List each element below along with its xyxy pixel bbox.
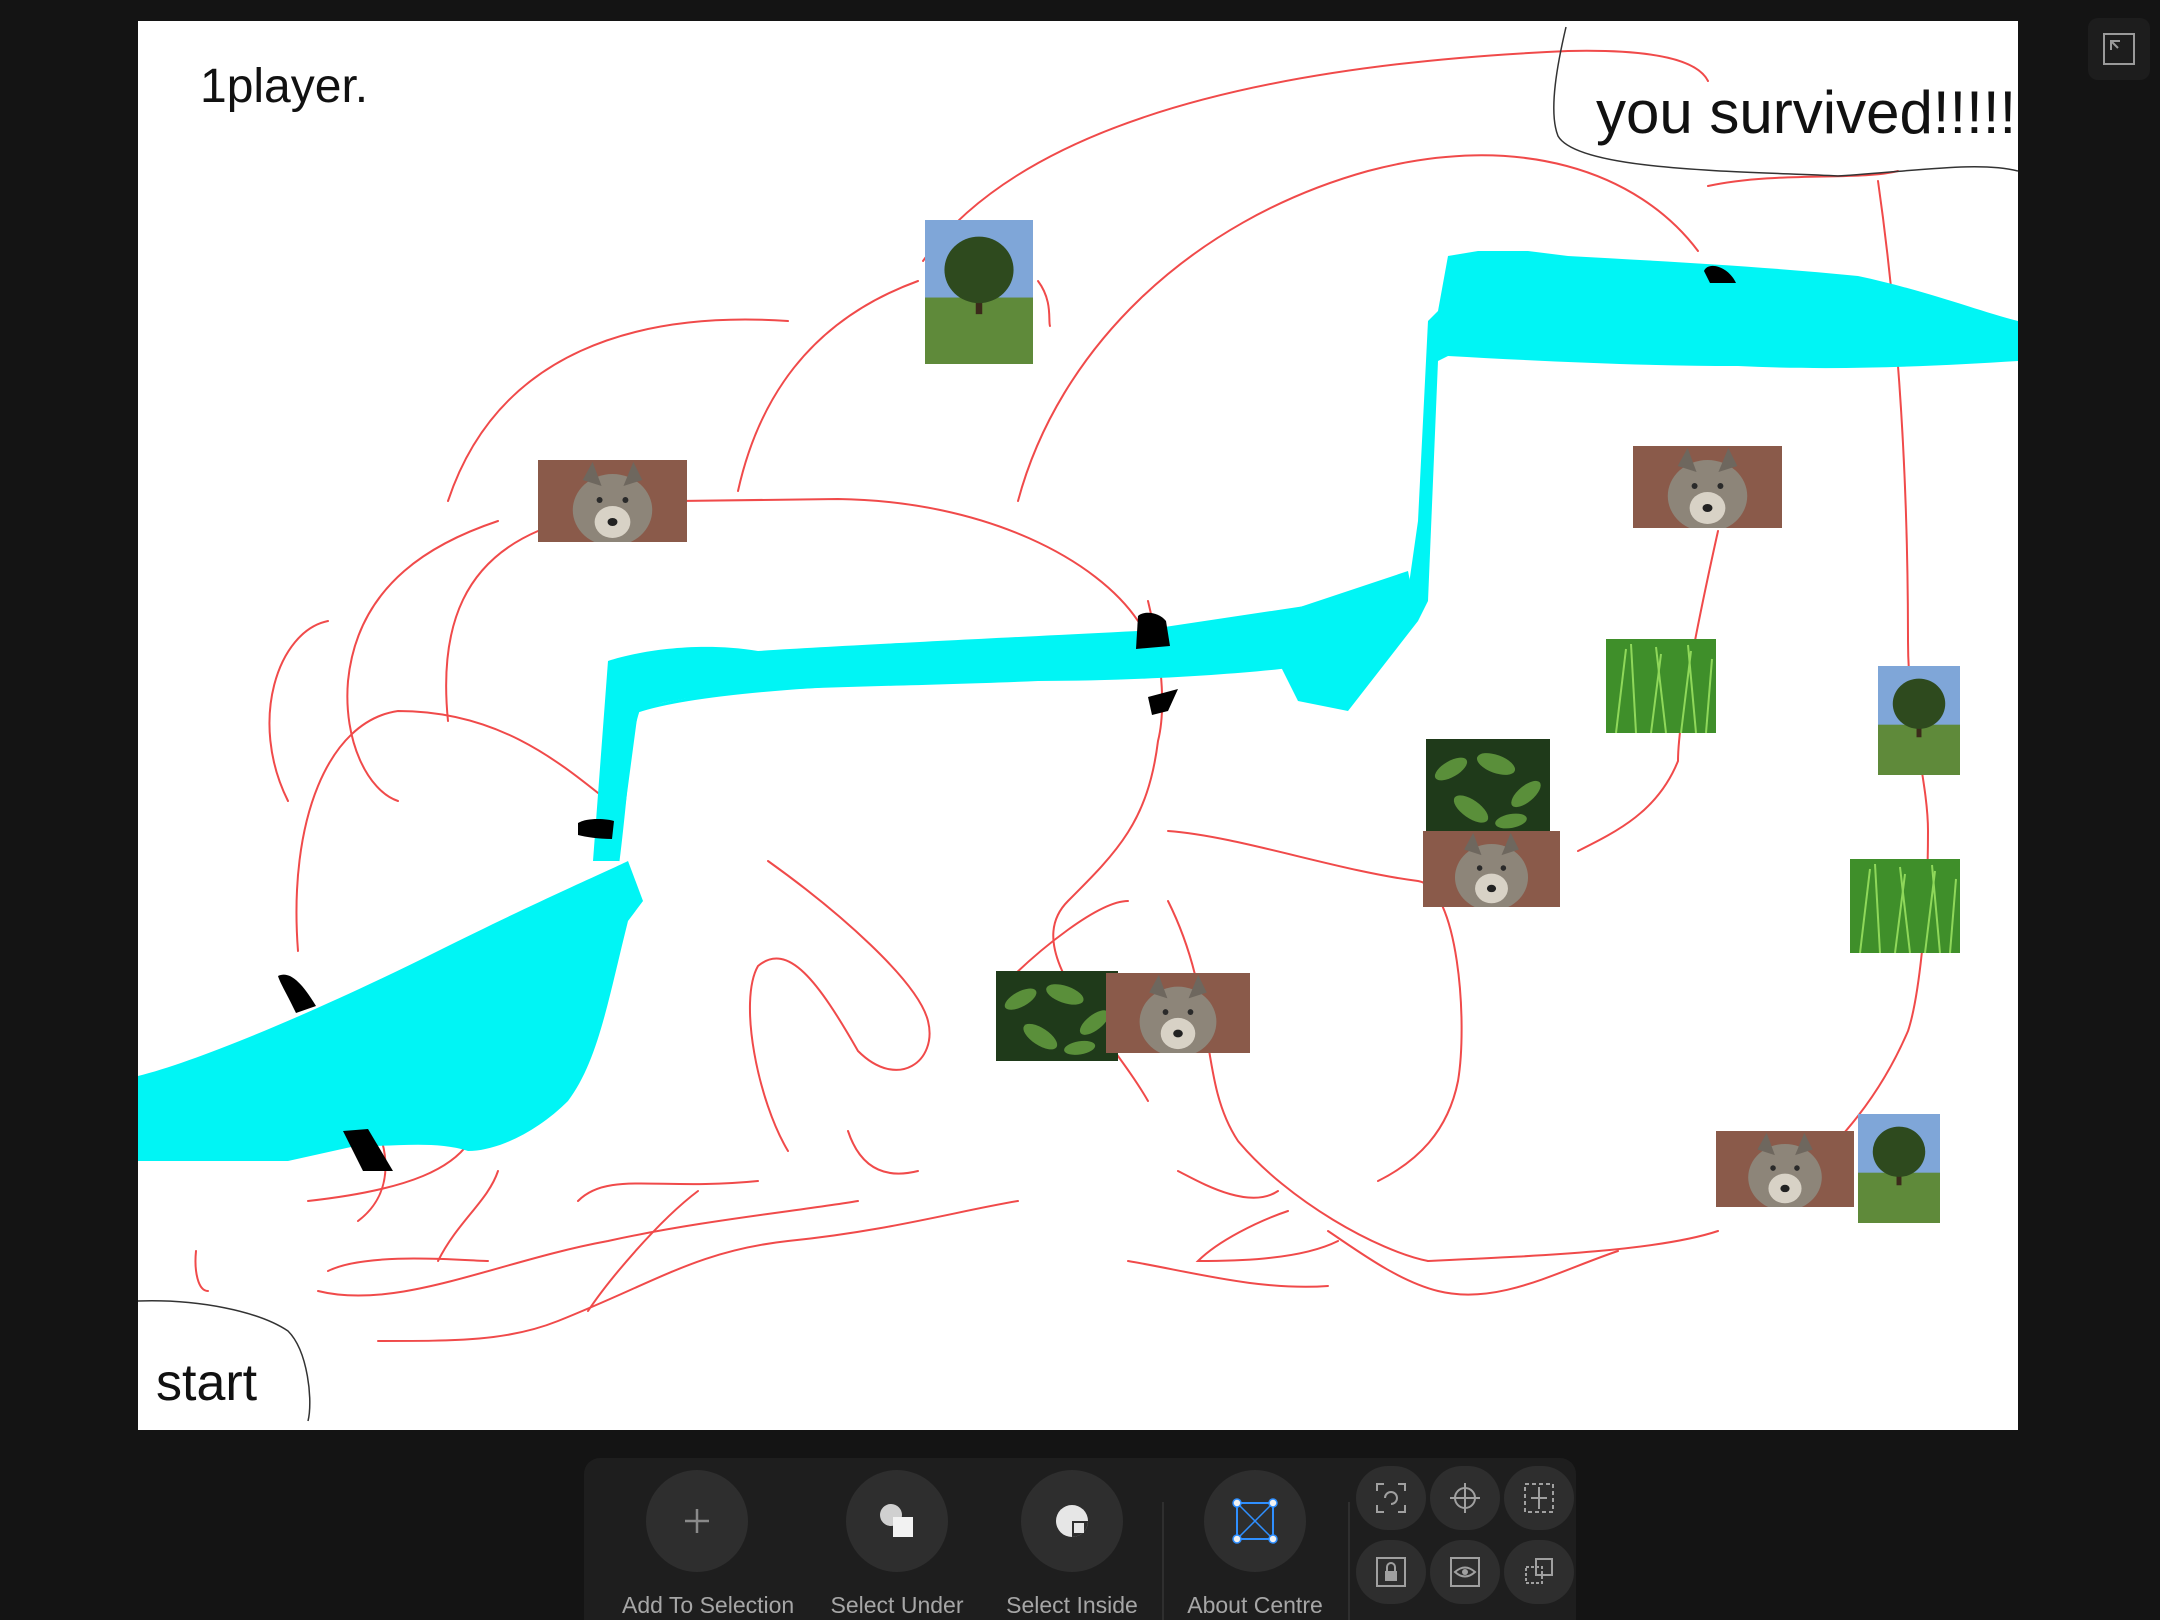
select-inside-icon bbox=[1056, 1505, 1088, 1537]
tree-image[interactable] bbox=[925, 220, 1033, 364]
snap-geometry-icon bbox=[1376, 1483, 1406, 1513]
selection-toolbar: Add To Selection Select Under Select Ins… bbox=[584, 1458, 1576, 1620]
distribute-icon bbox=[1524, 1483, 1554, 1513]
grass-image[interactable] bbox=[1850, 859, 1960, 953]
select-under-icon bbox=[880, 1504, 913, 1537]
toolbar-divider bbox=[1348, 1502, 1350, 1620]
add-to-selection-label: Add To Selection bbox=[622, 1592, 795, 1618]
wolf-image[interactable] bbox=[538, 460, 687, 542]
lock-selection-button[interactable] bbox=[1356, 1540, 1426, 1604]
shark-fins bbox=[278, 265, 1736, 1171]
lock-icon bbox=[1376, 1557, 1406, 1587]
crosshair-icon bbox=[1450, 1483, 1480, 1513]
about-centre-label: About Centre bbox=[1187, 1592, 1323, 1618]
leaves-image[interactable] bbox=[1426, 739, 1550, 835]
about-centre-icon bbox=[1232, 1498, 1278, 1544]
toolbar-divider bbox=[1162, 1502, 1164, 1620]
visibility-button[interactable] bbox=[1430, 1540, 1500, 1604]
distribute-button[interactable] bbox=[1504, 1466, 1574, 1530]
select-under-label: Select Under bbox=[830, 1592, 964, 1618]
arrange-button[interactable] bbox=[1504, 1540, 1574, 1604]
select-under-button[interactable]: Select Under bbox=[822, 1458, 972, 1620]
wolf-image[interactable] bbox=[1106, 973, 1250, 1053]
river-shape bbox=[138, 251, 2018, 1161]
select-inside-button[interactable]: Select Inside bbox=[997, 1458, 1147, 1620]
grass-image[interactable] bbox=[1606, 639, 1716, 733]
freehand-drawing bbox=[138, 26, 2018, 1422]
leaves-image[interactable] bbox=[996, 971, 1118, 1061]
about-centre-button[interactable]: About Centre bbox=[1180, 1458, 1330, 1620]
tree-image[interactable] bbox=[1878, 666, 1960, 775]
start-label: start bbox=[156, 1354, 258, 1412]
drawing-canvas[interactable]: 1player. you survived!!!!! start bbox=[138, 21, 2018, 1430]
goal-label: you survived!!!!! bbox=[1596, 79, 2017, 146]
player-count-label: 1player. bbox=[200, 60, 369, 113]
snap-to-centre-button[interactable] bbox=[1430, 1466, 1500, 1530]
eye-icon bbox=[1450, 1557, 1480, 1587]
fullscreen-toggle-button[interactable] bbox=[2088, 18, 2150, 80]
fullscreen-toggle-icon bbox=[2103, 33, 2135, 65]
wolf-image[interactable] bbox=[1633, 446, 1782, 528]
snap-to-geometry-button[interactable] bbox=[1356, 1466, 1426, 1530]
tree-image[interactable] bbox=[1858, 1114, 1940, 1223]
select-inside-label: Select Inside bbox=[1006, 1592, 1138, 1618]
add-to-selection-button[interactable]: Add To Selection bbox=[622, 1458, 795, 1620]
wolf-image[interactable] bbox=[1423, 831, 1560, 907]
wolf-image[interactable] bbox=[1716, 1131, 1854, 1207]
arrange-icon bbox=[1525, 1558, 1553, 1584]
plus-icon bbox=[685, 1509, 709, 1533]
